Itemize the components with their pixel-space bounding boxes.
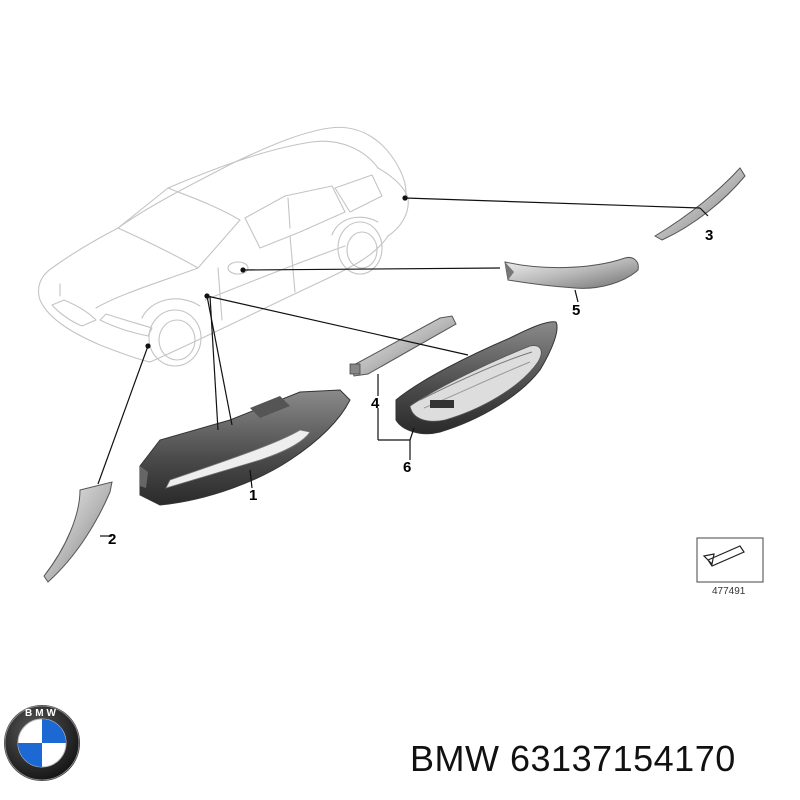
logo-lettering: BMW (25, 708, 59, 719)
callout-2: 2 (108, 531, 116, 548)
leader-lines (97, 195, 709, 537)
footer-caption: BMW 63137154170 (410, 738, 736, 780)
reference-box: 477491 (696, 537, 764, 597)
reference-number: 477491 (712, 586, 746, 597)
part-number: 63137154170 (510, 738, 736, 779)
callout-5: 5 (572, 302, 580, 319)
part-6-side-gill (395, 321, 558, 435)
callout-4: 4 (371, 395, 380, 412)
arrow-icon (702, 545, 745, 567)
bmw-logo: BMW (4, 705, 80, 781)
brand-name: BMW (410, 738, 500, 779)
part-2-a-pillar-trim (43, 481, 113, 583)
m-badge (430, 400, 454, 408)
callout-1: 1 (249, 487, 257, 504)
callout-6: 6 (403, 459, 411, 476)
callout-3: 3 (705, 227, 713, 244)
part-3-rear-trim-strip (654, 167, 746, 241)
part-5-turn-signal-strip (504, 257, 639, 289)
part-1-fender-vent (139, 389, 351, 506)
car-outline (37, 126, 409, 367)
part-4-led-module (349, 315, 457, 377)
